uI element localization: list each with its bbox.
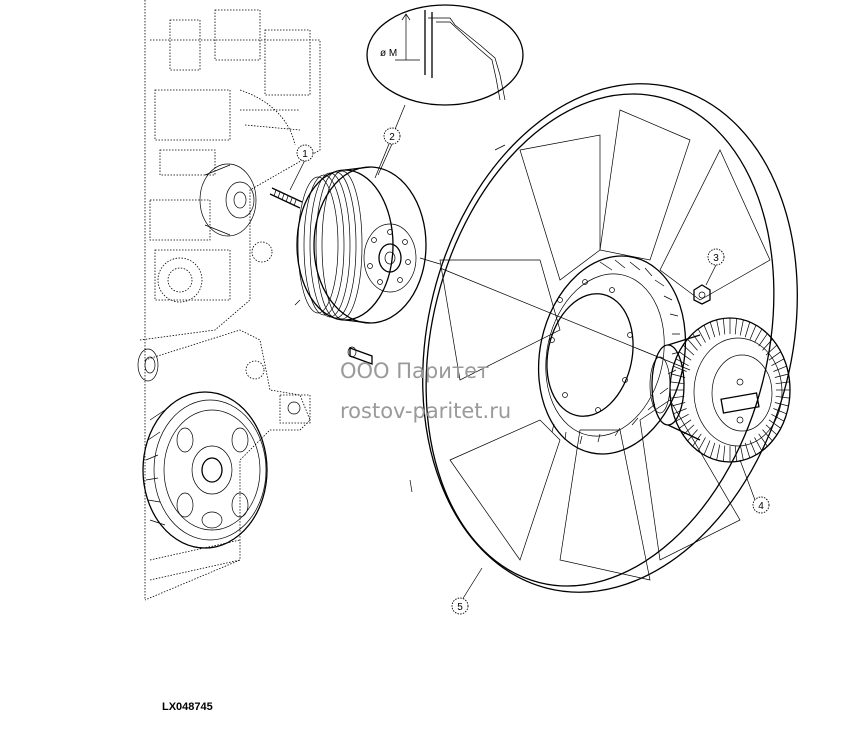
- clutch-fin: [675, 358, 689, 367]
- clutch-fin: [762, 338, 773, 351]
- clutch-fin: [734, 445, 738, 462]
- watermark-company: ООО Паритет: [340, 359, 489, 383]
- clutch-fin: [771, 413, 785, 422]
- clutch-fin: [692, 333, 702, 347]
- leader-lines: [289, 143, 756, 601]
- svg-text:5: 5: [457, 602, 463, 613]
- clutch-fin: [758, 333, 768, 347]
- clutch-fin: [768, 351, 782, 361]
- callout-5: 5: [451, 597, 469, 615]
- bolt: [347, 346, 373, 365]
- clutch-fin: [697, 328, 706, 343]
- clutch-fin: [768, 419, 782, 429]
- nut: [693, 284, 711, 305]
- clutch-fin: [739, 444, 744, 461]
- clutch-fin: [744, 442, 751, 459]
- clutch-fin: [771, 358, 785, 367]
- clutch-fin: [709, 321, 716, 338]
- clutch-fin: [670, 381, 685, 385]
- clutch-fin: [682, 424, 695, 436]
- clutch-fin: [749, 440, 757, 456]
- clutch-fin: [775, 381, 790, 385]
- clutch-fin: [673, 365, 687, 372]
- clutch-fin: [762, 429, 773, 442]
- clutch-fin: [678, 351, 692, 361]
- clutch-fin: [734, 318, 738, 335]
- callout-3: 3: [707, 248, 725, 266]
- svg-text:1: 1: [302, 149, 308, 160]
- clutch-fin: [749, 324, 757, 340]
- clutch-fin: [758, 433, 768, 447]
- clutch-fin: [716, 319, 721, 336]
- detail-label: ø M: [380, 48, 397, 59]
- callout-4: 4: [752, 496, 770, 514]
- clutch-fin: [754, 437, 763, 452]
- callout-1: 1: [296, 144, 314, 162]
- clutch-fin: [673, 408, 687, 415]
- water-pump-hub: [199, 163, 257, 237]
- clutch-fin: [682, 344, 695, 356]
- fan-clutch: [649, 317, 791, 463]
- clutch-fin: [765, 424, 778, 436]
- clutch-fin: [773, 365, 787, 372]
- clutch-fin: [697, 437, 706, 452]
- clutch-fin: [722, 318, 726, 335]
- clutch-fin: [670, 395, 685, 399]
- clutch-fin: [765, 344, 778, 356]
- clutch-fin: [716, 444, 721, 461]
- stud: [269, 187, 303, 209]
- svg-text:4: 4: [758, 501, 764, 512]
- fan: [409, 83, 798, 593]
- clutch-fin: [775, 395, 790, 399]
- clutch-fin: [671, 373, 686, 378]
- clutch-fin: [773, 408, 787, 415]
- crankshaft-pulley: [142, 391, 268, 549]
- clutch-fin: [739, 319, 744, 336]
- detail-magnifier: ø M: [366, 4, 524, 179]
- clutch-fin: [709, 442, 716, 459]
- svg-text:3: 3: [713, 253, 719, 264]
- clutch-fin: [687, 338, 698, 351]
- clutch-fin: [722, 445, 726, 462]
- clutch-fin: [703, 440, 711, 456]
- svg-text:2: 2: [389, 132, 395, 143]
- clutch-fin: [774, 373, 789, 378]
- engine-block: [139, 0, 321, 601]
- clutch-fin: [678, 419, 692, 429]
- clutch-fin: [692, 433, 702, 447]
- figure-code: LX048745: [162, 701, 213, 713]
- fan-drive-pulley: [296, 166, 441, 324]
- clutch-fin: [754, 328, 763, 343]
- clutch-fin: [744, 321, 751, 338]
- watermark-url: rostov-paritet.ru: [340, 399, 511, 423]
- clutch-fin: [671, 402, 686, 407]
- clutch-fin: [774, 402, 789, 407]
- callout-2: 2: [383, 127, 401, 145]
- idler-pulley: [137, 348, 159, 382]
- clutch-fin: [675, 413, 689, 422]
- clutch-fin: [703, 324, 711, 340]
- clutch-fin: [687, 429, 698, 442]
